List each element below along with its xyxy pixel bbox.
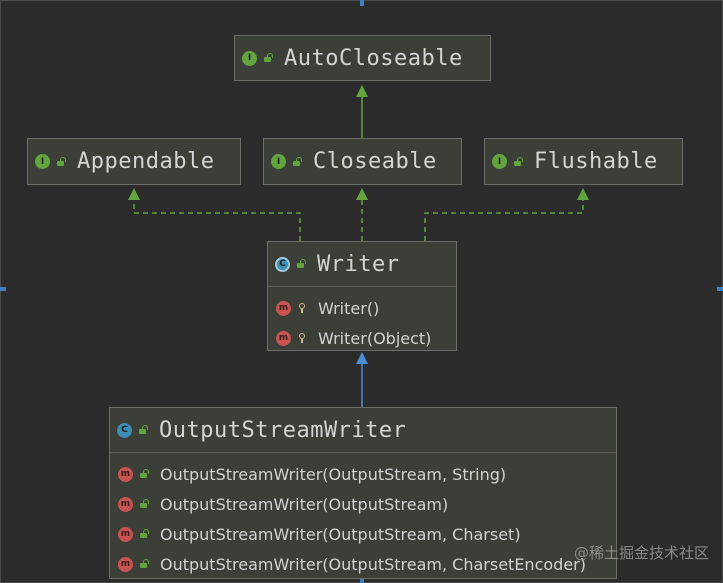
- public-visibility-icon: [55, 156, 67, 168]
- interface-icon: I: [242, 50, 257, 66]
- interface-icon: I: [271, 154, 286, 169]
- member-label: OutputStreamWriter(OutputStream, Charset…: [160, 554, 586, 574]
- member-label: OutputStreamWriter(OutputStream, String): [160, 464, 507, 484]
- member-row[interactable]: m OutputStreamWriter(OutputStream, Strin…: [110, 459, 616, 489]
- member-label: Writer(Object): [318, 328, 432, 348]
- public-visibility-icon: [138, 468, 150, 480]
- edge-closeable-extends-autocloseable: [356, 85, 368, 138]
- member-label: Writer(): [318, 298, 380, 318]
- resize-handle-top[interactable]: [360, 0, 364, 6]
- interface-icon: I: [35, 154, 50, 169]
- member-list: m OutputStreamWriter(OutputStream, Strin…: [110, 453, 616, 579]
- node-title: Closeable: [313, 149, 437, 174]
- watermark: @稀土掘金技术社区: [573, 544, 709, 562]
- abstract-class-icon: C: [275, 256, 290, 272]
- node-writer[interactable]: C Writer m Writer() m Writer(Object): [267, 241, 457, 351]
- class-icon: C: [117, 422, 132, 438]
- interface-icon: I: [492, 154, 507, 169]
- member-row[interactable]: m Writer(Object): [268, 323, 456, 353]
- method-icon: m: [276, 330, 291, 346]
- node-closeable[interactable]: I Closeable: [263, 138, 462, 185]
- public-visibility-icon: [138, 558, 150, 570]
- node-appendable[interactable]: I Appendable: [27, 138, 241, 185]
- node-outputstreamwriter[interactable]: C OutputStreamWriter m OutputStreamWrite…: [109, 407, 617, 579]
- node-flushable[interactable]: I Flushable: [484, 138, 683, 185]
- public-visibility-icon: [512, 156, 524, 168]
- node-title: Appendable: [77, 149, 215, 174]
- edge-writer-implements-closeable: [356, 188, 368, 241]
- member-row[interactable]: m OutputStreamWriter(OutputStream, Chars…: [110, 549, 616, 579]
- edge-writer-implements-appendable: [128, 188, 301, 241]
- resize-handle-right[interactable]: [717, 287, 723, 291]
- member-row[interactable]: m Writer(): [268, 293, 456, 323]
- member-row[interactable]: m OutputStreamWriter(OutputStream, Chars…: [110, 519, 616, 549]
- resize-handle-left[interactable]: [0, 287, 6, 291]
- protected-visibility-icon: [296, 302, 308, 314]
- edge-writer-implements-flushable: [424, 188, 589, 241]
- public-visibility-icon: [138, 528, 150, 540]
- method-icon: m: [118, 496, 133, 512]
- node-title: AutoCloseable: [284, 45, 463, 71]
- node-title: OutputStreamWriter: [159, 417, 407, 443]
- public-visibility-icon: [295, 258, 307, 270]
- method-icon: m: [118, 466, 133, 482]
- method-icon: m: [118, 556, 133, 572]
- public-visibility-icon: [291, 156, 303, 168]
- public-visibility-icon: [138, 498, 150, 510]
- node-title: Flushable: [534, 149, 658, 174]
- edge-outputstreamwriter-extends-writer: [356, 352, 368, 407]
- public-visibility-icon: [262, 52, 274, 64]
- node-title: Writer: [317, 251, 400, 277]
- node-autocloseable[interactable]: I AutoCloseable: [234, 35, 491, 81]
- member-label: OutputStreamWriter(OutputStream): [160, 494, 449, 514]
- member-list: m Writer() m Writer(Object): [268, 287, 456, 353]
- method-icon: m: [276, 300, 291, 316]
- member-label: OutputStreamWriter(OutputStream, Charset…: [160, 524, 521, 544]
- member-row[interactable]: m OutputStreamWriter(OutputStream): [110, 489, 616, 519]
- public-visibility-icon: [137, 424, 149, 436]
- method-icon: m: [118, 526, 133, 542]
- resize-handle-bottom[interactable]: [360, 577, 364, 583]
- protected-visibility-icon: [296, 332, 308, 344]
